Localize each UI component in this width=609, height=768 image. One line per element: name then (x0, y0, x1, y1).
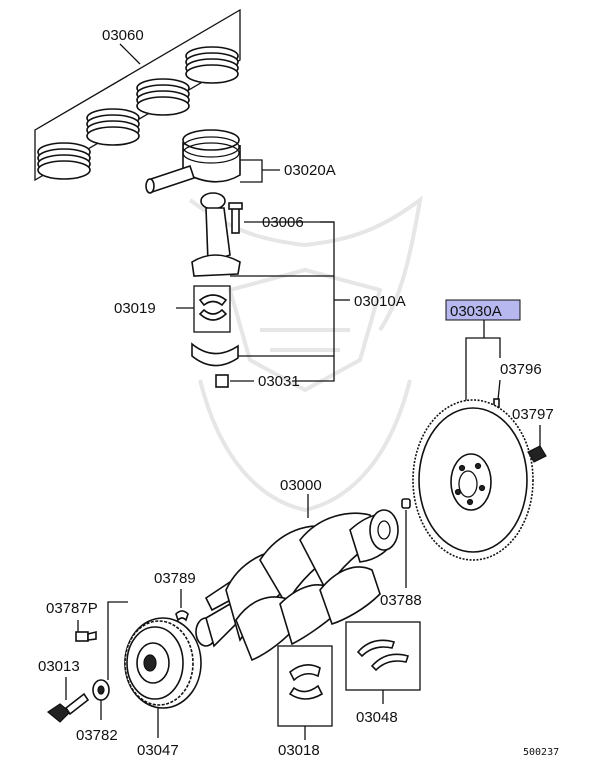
label-piston: 03020A (284, 162, 336, 179)
label-woodruff-key: 03789 (154, 570, 196, 587)
label-crankshaft: 03000 (280, 477, 322, 494)
rod-nut[interactable] (215, 374, 229, 388)
label-pulley-bolt: 03013 (38, 658, 80, 675)
piston-ring-set-2[interactable] (86, 108, 140, 146)
connecting-rod[interactable] (191, 192, 241, 277)
label-washer: 03782 (76, 727, 118, 744)
label-connecting-rod: 03010A (354, 293, 406, 310)
piston-rings-group: 03060 (34, 8, 241, 182)
rod-cap[interactable] (191, 342, 239, 367)
piston[interactable] (145, 129, 241, 194)
pulley-bolt[interactable] (46, 692, 90, 723)
piston-ring-set-4[interactable] (185, 46, 239, 84)
main-bearing[interactable] (277, 645, 333, 727)
label-rod-bearing: 03019 (114, 300, 156, 317)
label-flywheel-bolt: 03797 (512, 406, 554, 423)
label-rod-bolt: 03006 (262, 214, 304, 231)
watermark-emblem (188, 195, 423, 513)
label-flywheel-pin: 03796 (500, 361, 542, 378)
label-flywheel: 03030A (450, 303, 502, 320)
label-main-bearing: 03018 (278, 742, 320, 759)
rod-bolt[interactable] (228, 202, 243, 234)
piston-ring-set-3[interactable] (136, 78, 190, 116)
label-pulley-bolt-small: 03787P (46, 600, 98, 617)
label-piston-rings: 03060 (102, 27, 144, 44)
thrust-washer[interactable] (345, 621, 421, 691)
flywheel-label-highlight (445, 299, 521, 321)
crankshaft[interactable] (195, 509, 399, 662)
flywheel-bolt[interactable] (527, 445, 547, 463)
piston-ring-set-1[interactable] (37, 142, 91, 180)
diagram-id: 500237 (523, 747, 559, 758)
damper-pulley[interactable] (124, 617, 202, 709)
pilot-pin[interactable] (401, 498, 411, 509)
pulley-bolt-small[interactable] (75, 630, 97, 642)
label-thrust-washer: 03048 (356, 709, 398, 726)
washer[interactable] (92, 679, 110, 701)
label-pilot-pin: 03788 (380, 592, 422, 609)
woodruff-key[interactable] (175, 610, 189, 622)
flywheel[interactable] (412, 399, 534, 561)
label-damper-pulley: 03047 (137, 742, 179, 759)
label-rod-nut: 03031 (258, 373, 300, 390)
rod-bearing[interactable] (193, 285, 231, 333)
